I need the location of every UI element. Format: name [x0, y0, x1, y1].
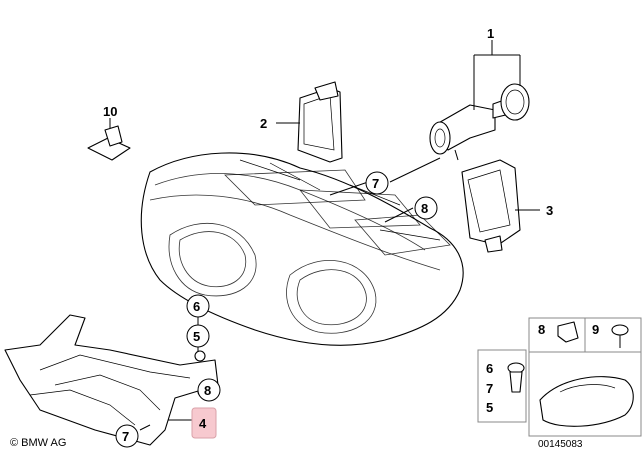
callout-5-circle — [186, 324, 210, 348]
callout-4: 4 — [199, 416, 207, 431]
callout-5: 5 — [193, 329, 200, 344]
headlight-housing — [140, 152, 464, 346]
callout-2: 2 — [260, 116, 267, 131]
inset-car-silhouette — [539, 376, 634, 427]
callouts: 1 2 3 10 7 8 6 5 8 7 4 — [103, 26, 553, 448]
copyright: © BMW AG — [10, 437, 66, 449]
inset-label-7: 7 — [486, 381, 493, 396]
callout-7b: 7 — [122, 429, 129, 444]
callout-8a-circle — [414, 196, 438, 220]
inset-label-6: 6 — [486, 361, 493, 376]
callout-6: 6 — [193, 299, 200, 314]
callout-8a: 8 — [421, 201, 428, 216]
callout-7a-circle — [365, 171, 389, 195]
callout-1: 1 — [487, 26, 494, 41]
cover-part-2 — [297, 81, 343, 163]
callout-8b: 8 — [204, 383, 211, 398]
inset-screw-icon — [611, 324, 629, 336]
inset-clip-icon — [557, 321, 579, 343]
clip-part-10 — [87, 125, 131, 161]
cover-part-3 — [461, 159, 521, 253]
leader-lines — [109, 40, 540, 431]
bulb-assembly — [429, 83, 530, 161]
callout-3: 3 — [546, 203, 553, 218]
callout-4-highlight — [191, 407, 217, 439]
inset-ref-number: 00145083 — [538, 439, 583, 450]
bracket-part-4 — [4, 314, 219, 446]
inset-label-8: 8 — [538, 322, 545, 337]
callout-7b-circle — [115, 424, 139, 448]
callout-7a: 7 — [372, 176, 379, 191]
callout-10: 10 — [103, 104, 117, 119]
inset-panel: 8 9 6 7 5 00145083 — [477, 317, 642, 450]
inset-label-5: 5 — [486, 400, 493, 415]
callout-8b-circle — [197, 378, 221, 402]
callout-6-circle — [186, 294, 210, 318]
inset-label-9: 9 — [592, 322, 599, 337]
